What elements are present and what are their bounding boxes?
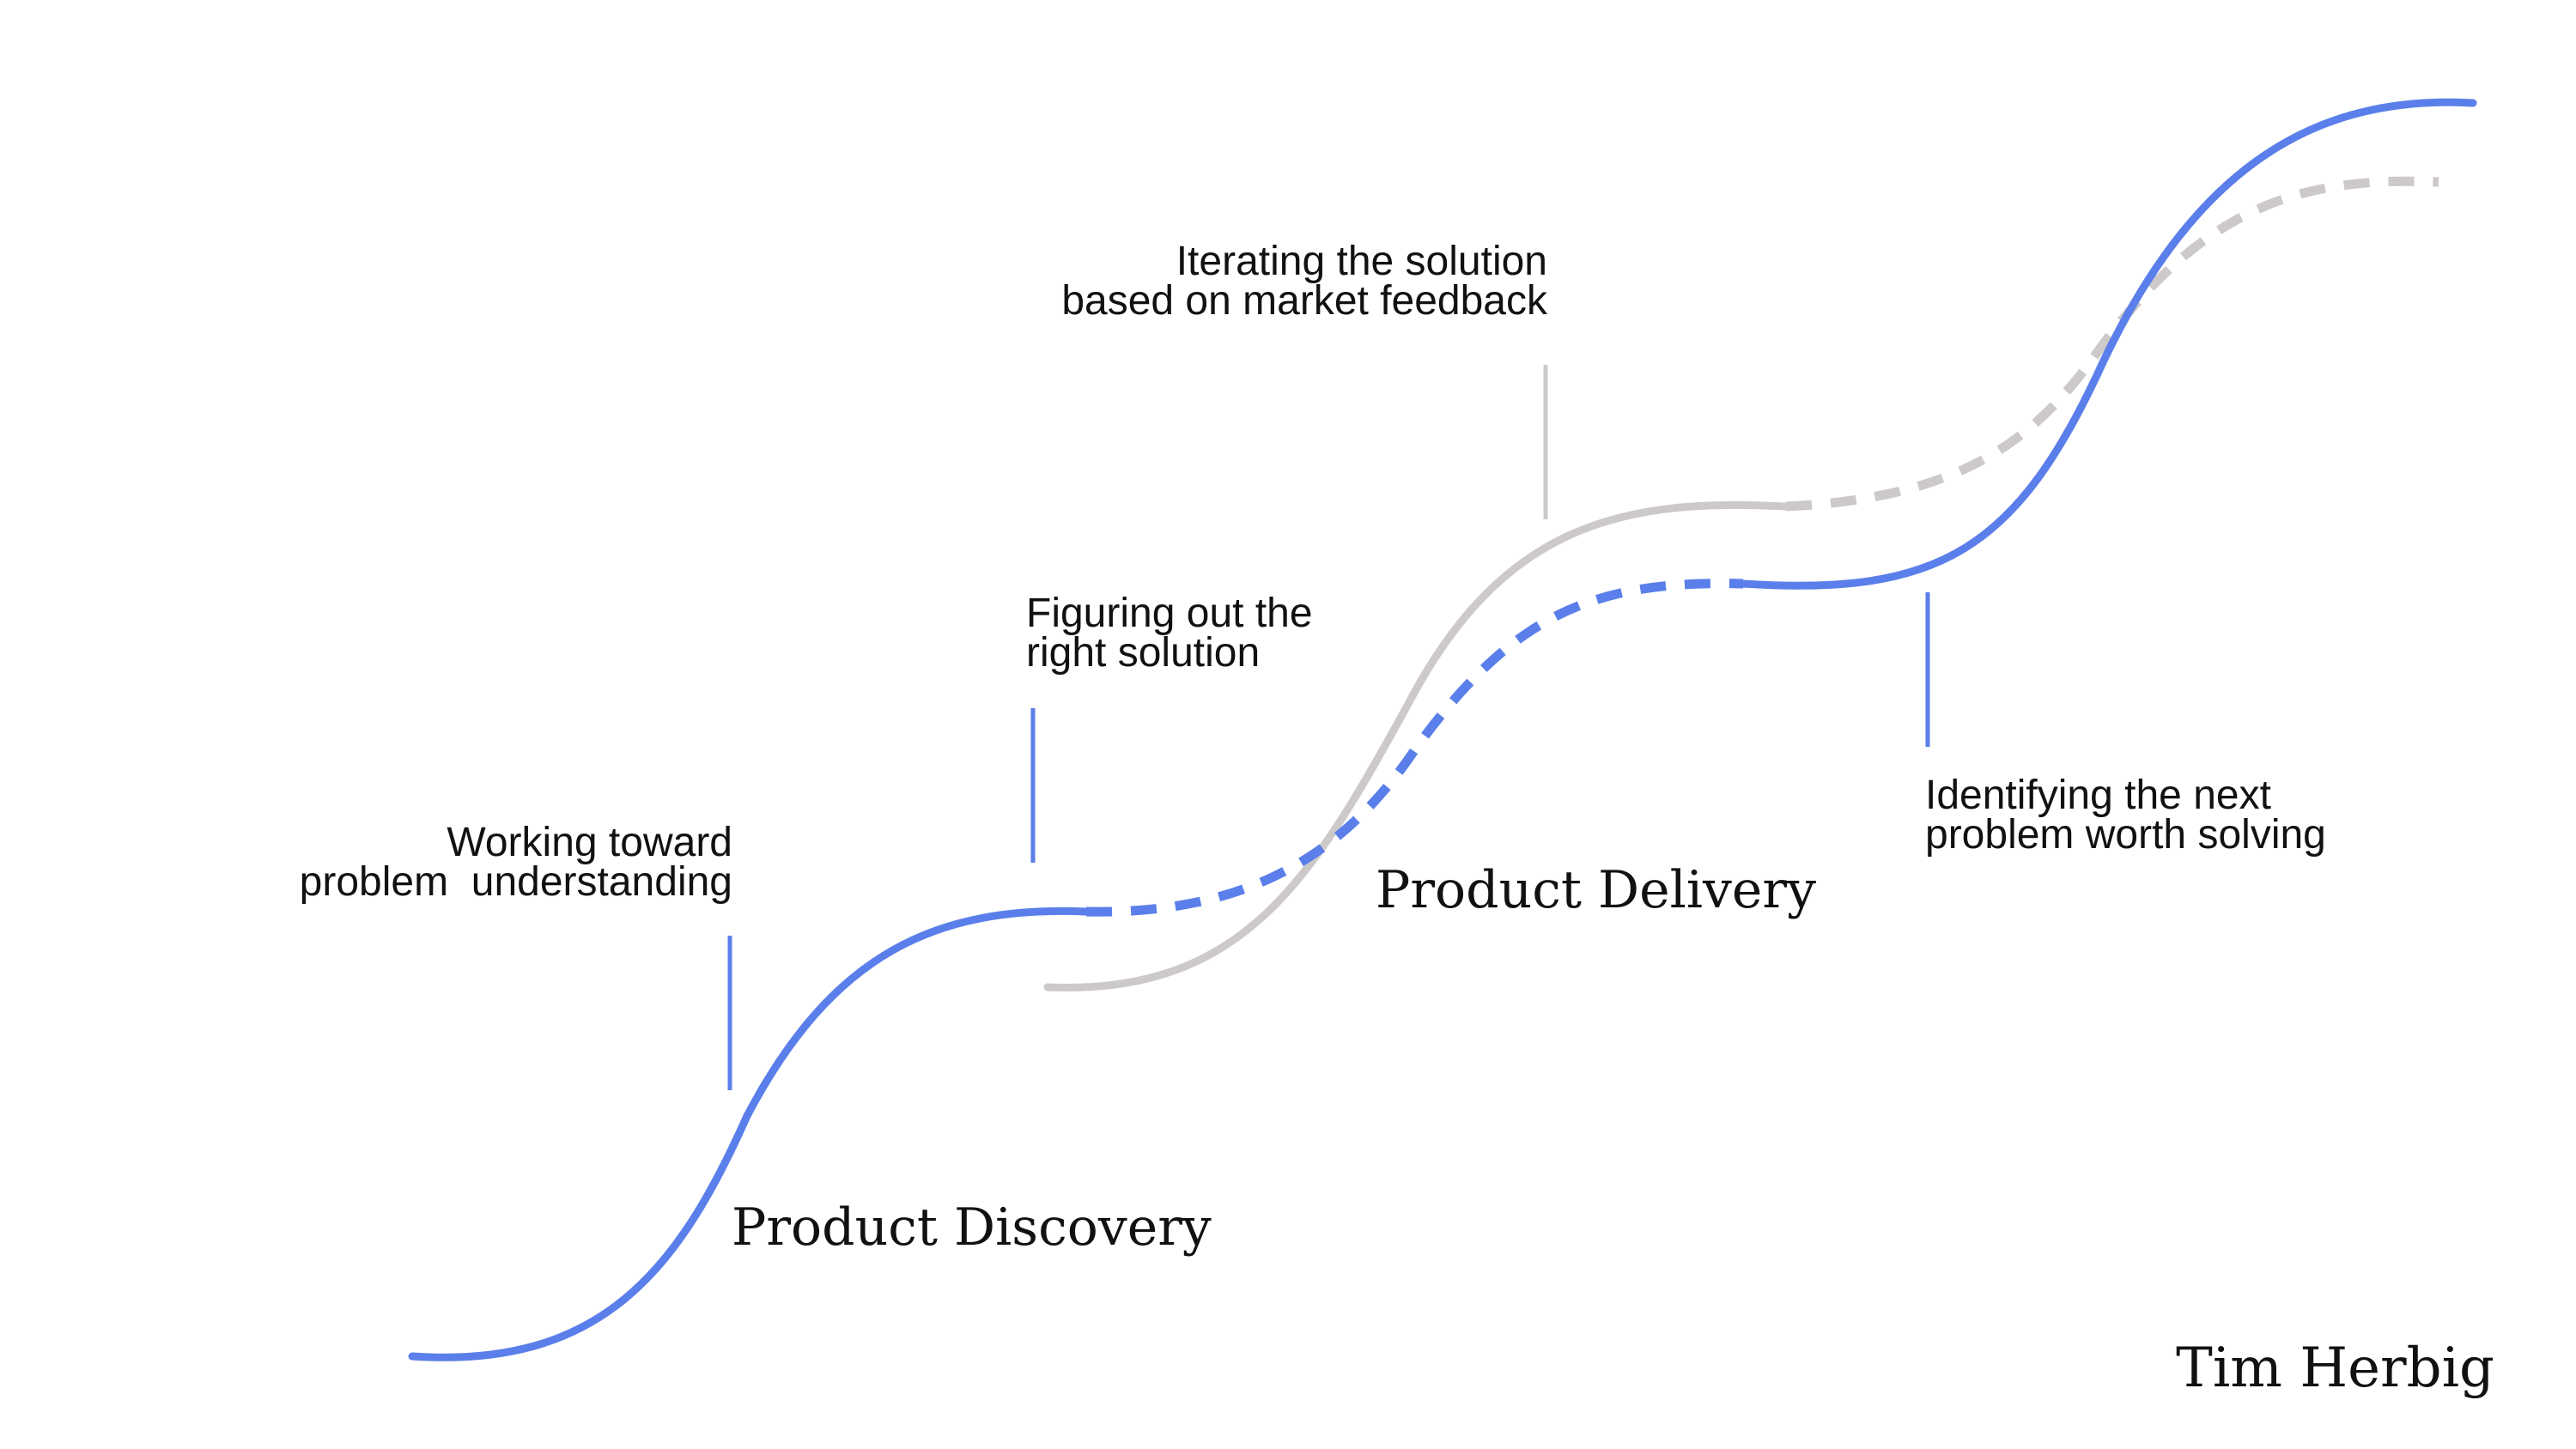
label-market-feedback-line1: Iterating the solution [1176, 239, 1547, 284]
label-next-problem-line2: problem worth solving [1925, 812, 2326, 858]
discovery-curve-dashed [1085, 579, 1744, 917]
discovery-curve-solid-2 [1739, 98, 2477, 590]
delivery-curve-dashed [1785, 176, 2439, 512]
delivery-curve-solid [1043, 500, 1790, 991]
author-name: Tim Herbig [2176, 1337, 2494, 1400]
label-next-problem-line1: Identifying the next [1925, 773, 2271, 818]
phase-label-delivery: Product Delivery [1376, 860, 1816, 920]
label-problem-understanding-line1: Working toward [447, 820, 732, 865]
phase-label-discovery: Product Discovery [732, 1197, 1212, 1258]
label-market-feedback-line2: based on market feedback [1061, 278, 1548, 324]
label-right-solution-line1: Figuring out the [1026, 591, 1313, 636]
discovery-curve-solid-1 [408, 906, 1091, 1361]
label-right-solution-line2: right solution [1026, 630, 1260, 676]
label-problem-understanding-line2: problem understanding [300, 859, 732, 905]
